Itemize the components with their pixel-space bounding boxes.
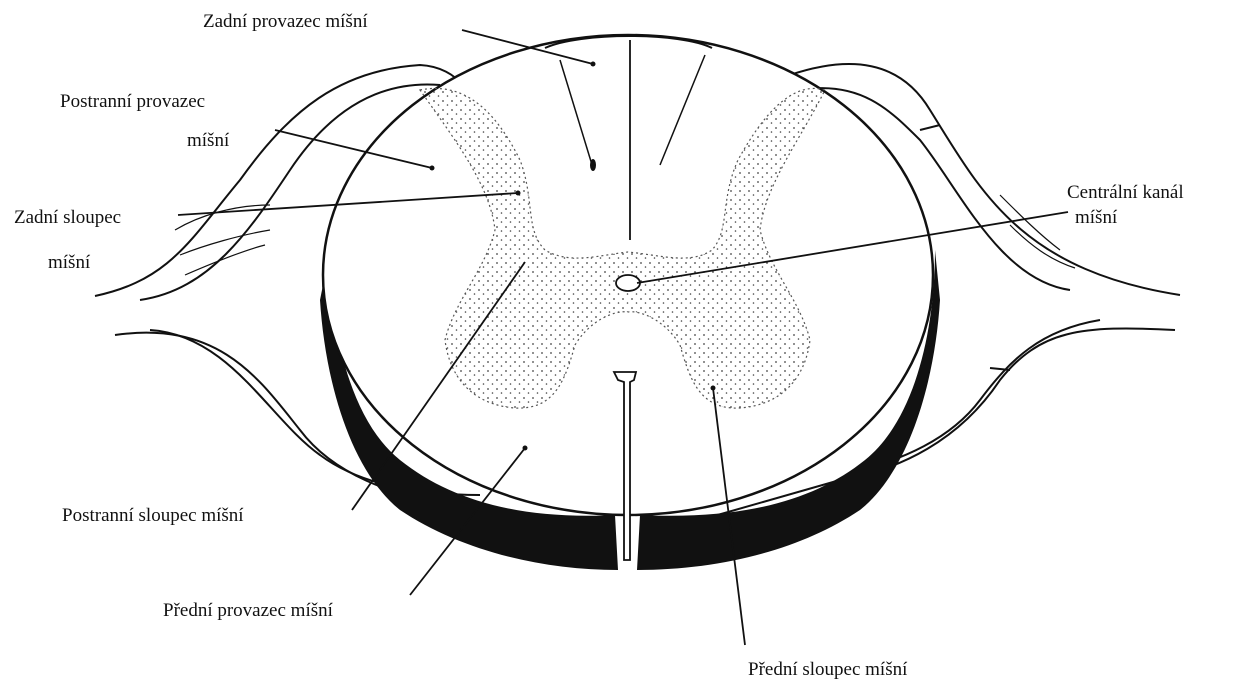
central-canal [616,275,640,291]
label-zadni-sloupec-line2: míšní [48,253,90,272]
label-postranni-provazec-line2: míšní [187,131,229,150]
label-zadni-provazec: Zadní provazec míšní [203,12,368,31]
label-predni-provazec: Přední provazec míšní [163,601,333,620]
label-postranni-provazec-line1: Postranní provazec [60,92,205,111]
posterior-median-septum [545,36,712,48]
label-predni-sloupec: Přední sloupec míšní [748,660,907,679]
label-centralni-kanal-line2: míšní [1075,208,1117,227]
label-zadni-sloupec-line1: Zadní sloupec [14,208,121,227]
label-centralni-kanal-line1: Centrální kanál [1067,183,1184,202]
label-postranni-sloupec: Postranní sloupec míšní [62,506,244,525]
